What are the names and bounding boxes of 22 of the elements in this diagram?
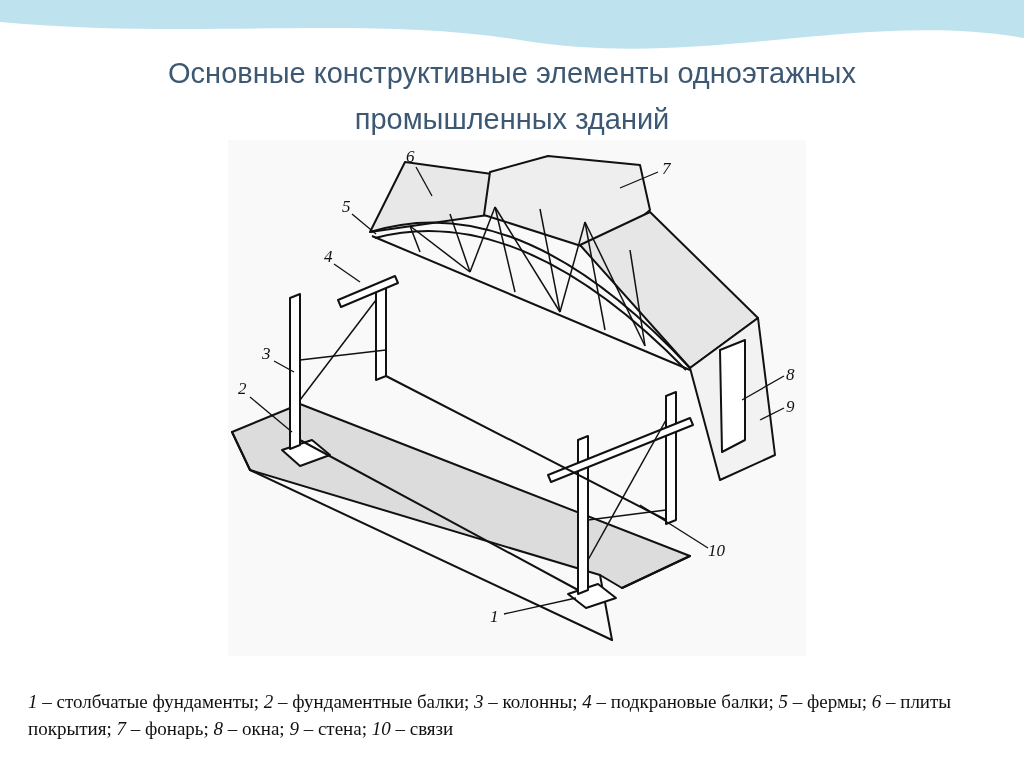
callout-number: 10 (708, 542, 725, 560)
leader-line (639, 504, 709, 549)
callout-number: 4 (324, 248, 333, 266)
callout-number: 9 (786, 398, 795, 416)
leader-line (415, 166, 433, 197)
leader-line (741, 375, 785, 401)
leader-line (249, 396, 293, 433)
leader-line (273, 360, 295, 373)
callout-number: 2 (238, 380, 247, 398)
leader-line (333, 263, 361, 283)
leader-line (503, 597, 577, 615)
title: Основные конструктивные элементы одноэтажных промышленных зданий (167, 56, 857, 137)
callout-number: 5 (342, 198, 351, 216)
callout-number: 8 (786, 366, 795, 384)
callout-number: 7 (662, 160, 671, 178)
leader-line (619, 171, 659, 189)
callout-number: 1 (490, 608, 499, 626)
callout-number: 3 (262, 345, 271, 363)
caption: 1 – столбчатые фундаменты; 2 – фундаментные балки; 3 – колонны; 4 – подкрановые балки; 5 – фермы; 6 – плиты покрытия; 7 – фонарь; 8 – окна; 9 – стена; 10 – связи (28, 690, 953, 741)
leader-line (759, 407, 785, 421)
leader-line (351, 213, 377, 235)
callout-number: 6 (406, 148, 415, 166)
